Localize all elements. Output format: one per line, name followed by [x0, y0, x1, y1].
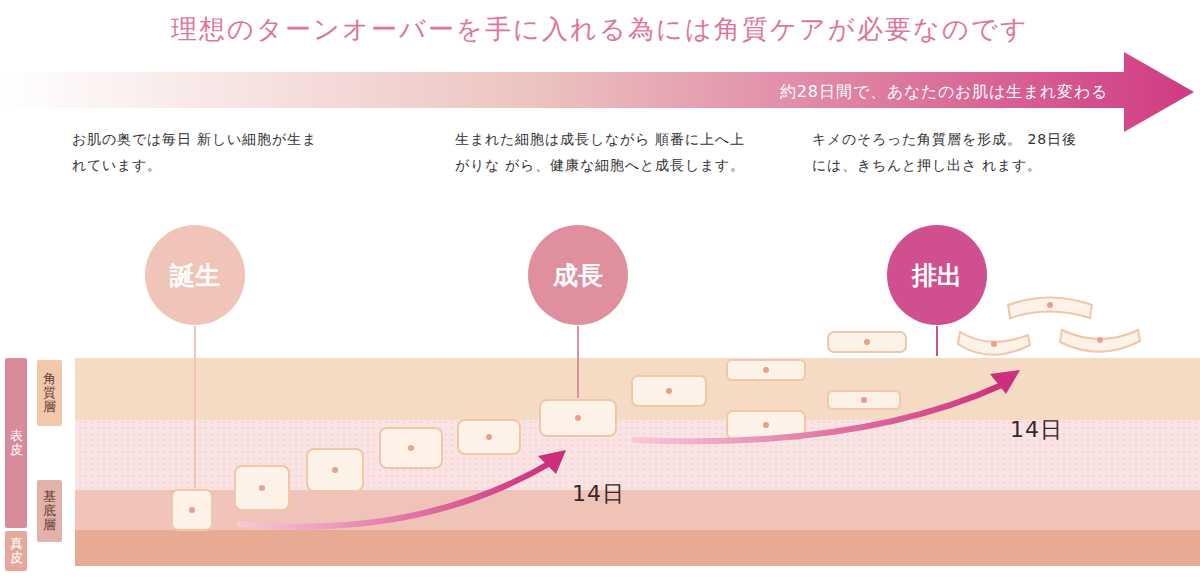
layer-tag: 基底層 — [37, 480, 62, 542]
dermis-band — [75, 530, 1200, 566]
stage-note: お肌の奥では毎日 新しい細胞が生まれています。 — [72, 126, 332, 178]
layer-name: 表皮 — [10, 429, 23, 458]
cells — [172, 298, 1140, 531]
day-count: 14日 — [572, 480, 652, 508]
stage-name: 誕生 — [170, 259, 220, 292]
growth-arrows — [240, 370, 1020, 527]
layer-name: 真皮 — [10, 537, 23, 566]
day-count: 14日 — [1010, 416, 1090, 444]
timeline-arrow: 約28日間で、あなたのお肌は生まれ変わる — [0, 50, 1196, 134]
stage-name: 排出 — [912, 259, 962, 292]
timeline-text: 約28日間で、あなたのお肌は生まれ変わる — [780, 82, 1108, 103]
layer-tag: 真皮 — [5, 531, 27, 571]
page-title: 理想のターンオーバーを手に入れる為には角質ケアが必要なのです — [0, 12, 1200, 47]
stage-note: 生まれた細胞は成長しながら 順番に上へ上がりな がら、健康な細胞へと成長します。 — [455, 126, 755, 178]
stage-circle: 排出 — [887, 225, 987, 325]
layer-name: 基底層 — [43, 490, 56, 533]
cell-nuclei — [189, 302, 1103, 513]
stage-note: キメのそろった角質層を形成。 28日後には、きちんと押し出さ れます。 — [812, 126, 1082, 178]
layer-tag: 表皮 — [5, 358, 27, 528]
stage-circle: 誕生 — [145, 225, 245, 325]
stage-name: 成長 — [553, 259, 603, 292]
layer-tag: 角質層 — [37, 360, 62, 426]
stratum-corneum-band — [75, 358, 1200, 420]
stage-circle: 成長 — [528, 225, 628, 325]
layer-name: 角質層 — [43, 372, 56, 415]
